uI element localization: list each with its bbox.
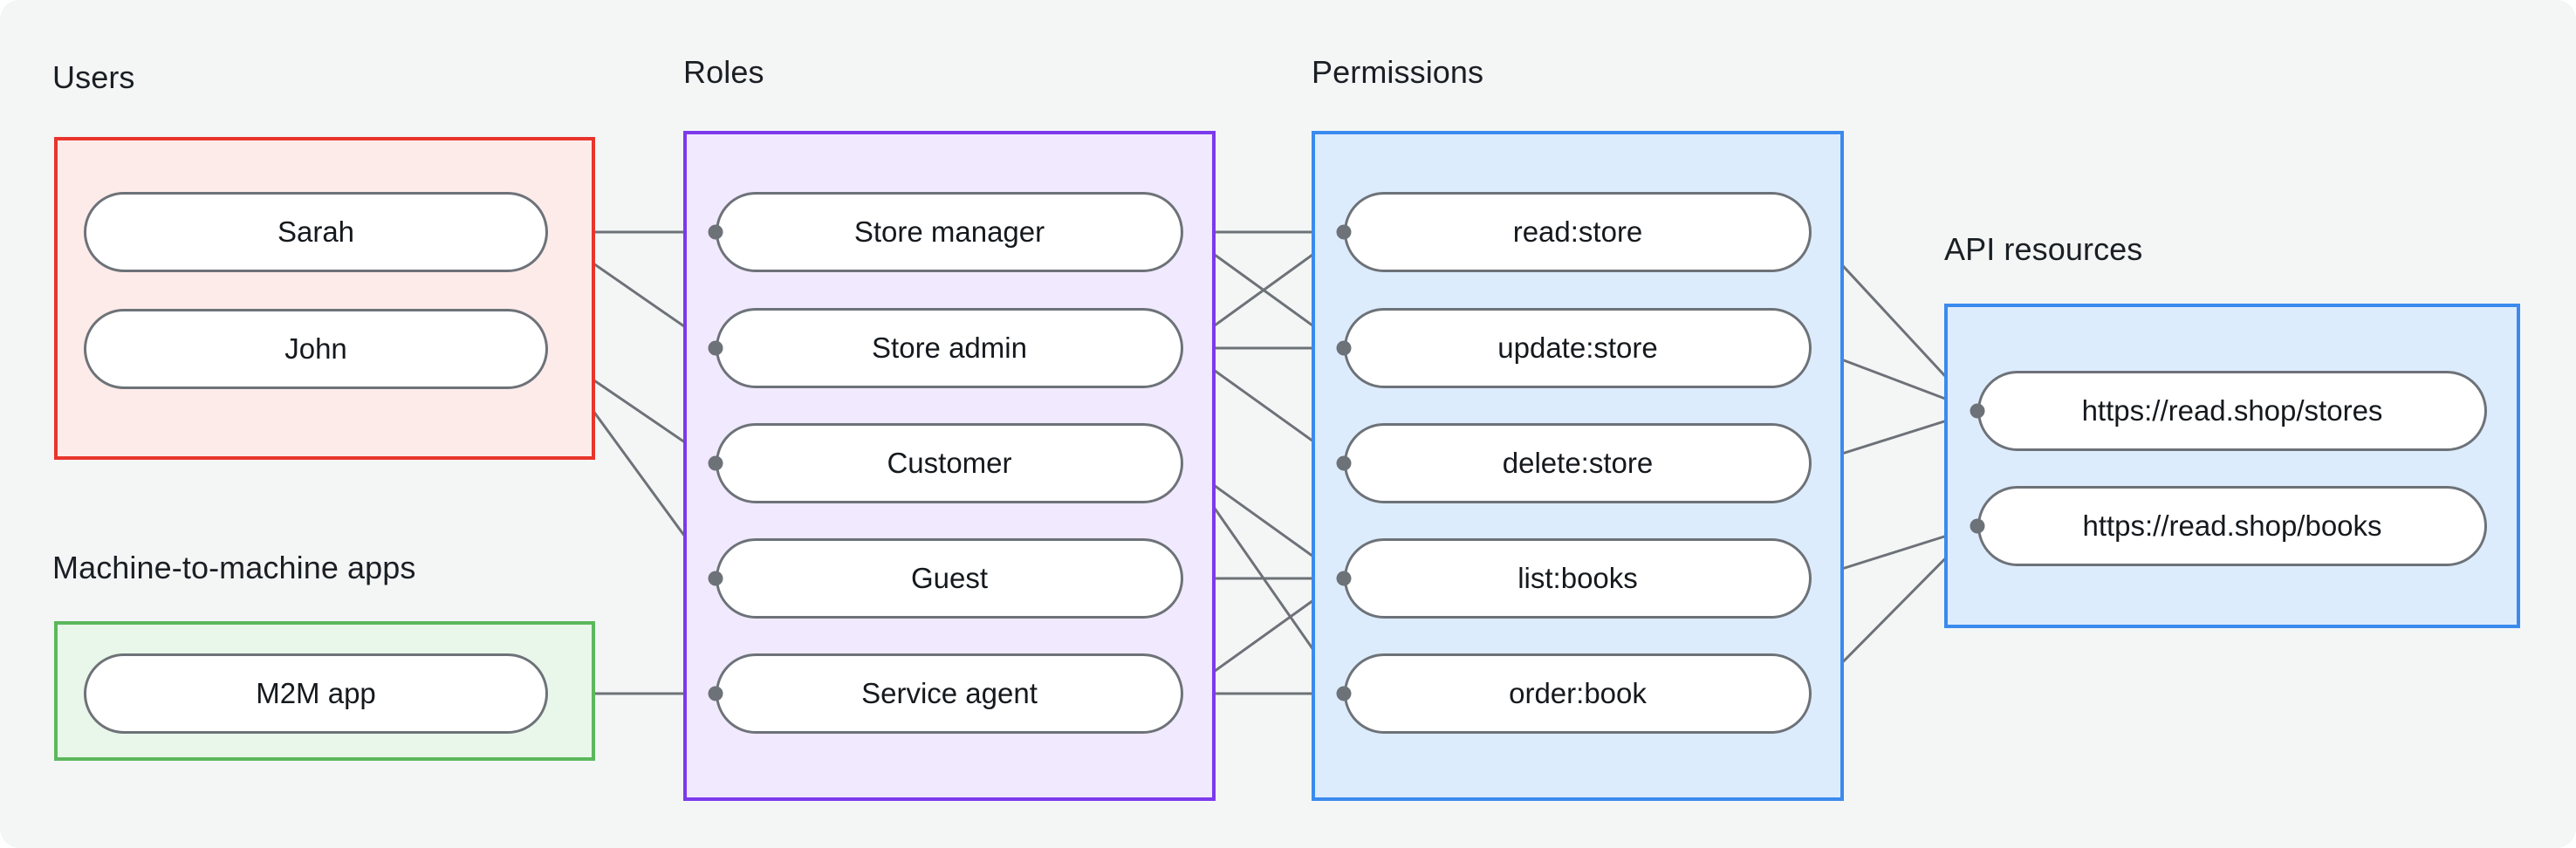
node-res_stores[interactable]: https://read.shop/stores — [1977, 371, 2487, 451]
node-delete_store[interactable]: delete:store — [1344, 423, 1812, 503]
node-res_books[interactable]: https://read.shop/books — [1977, 486, 2487, 566]
port-in-delete_store — [1336, 455, 1352, 471]
node-john[interactable]: John — [84, 309, 548, 389]
port-in-guest — [708, 571, 723, 586]
port-in-store_manager — [708, 224, 723, 240]
group-box-users — [54, 137, 595, 460]
port-in-update_store — [1336, 340, 1352, 356]
group-title-users: Users — [52, 59, 135, 95]
port-in-service_agent — [708, 686, 723, 701]
group-title-m2m: Machine-to-machine apps — [52, 550, 416, 585]
node-store_manager[interactable]: Store manager — [716, 192, 1183, 272]
node-service_agent[interactable]: Service agent — [716, 653, 1183, 734]
port-in-list_books — [1336, 571, 1352, 586]
node-customer[interactable]: Customer — [716, 423, 1183, 503]
node-m2mapp[interactable]: M2M app — [84, 653, 548, 734]
port-in-res_books — [1970, 518, 1985, 534]
group-title-permissions: Permissions — [1312, 54, 1484, 90]
node-store_admin[interactable]: Store admin — [716, 308, 1183, 388]
node-sarah[interactable]: Sarah — [84, 192, 548, 272]
port-in-read_store — [1336, 224, 1352, 240]
node-update_store[interactable]: update:store — [1344, 308, 1812, 388]
group-box-api_resources — [1944, 304, 2520, 628]
node-list_books[interactable]: list:books — [1344, 538, 1812, 619]
group-title-api_resources: API resources — [1944, 231, 2143, 267]
node-read_store[interactable]: read:store — [1344, 192, 1812, 272]
node-order_book[interactable]: order:book — [1344, 653, 1812, 734]
node-guest[interactable]: Guest — [716, 538, 1183, 619]
port-in-store_admin — [708, 340, 723, 356]
port-in-res_stores — [1970, 403, 1985, 419]
port-in-order_book — [1336, 686, 1352, 701]
group-title-roles: Roles — [683, 54, 764, 90]
port-in-customer — [708, 455, 723, 471]
